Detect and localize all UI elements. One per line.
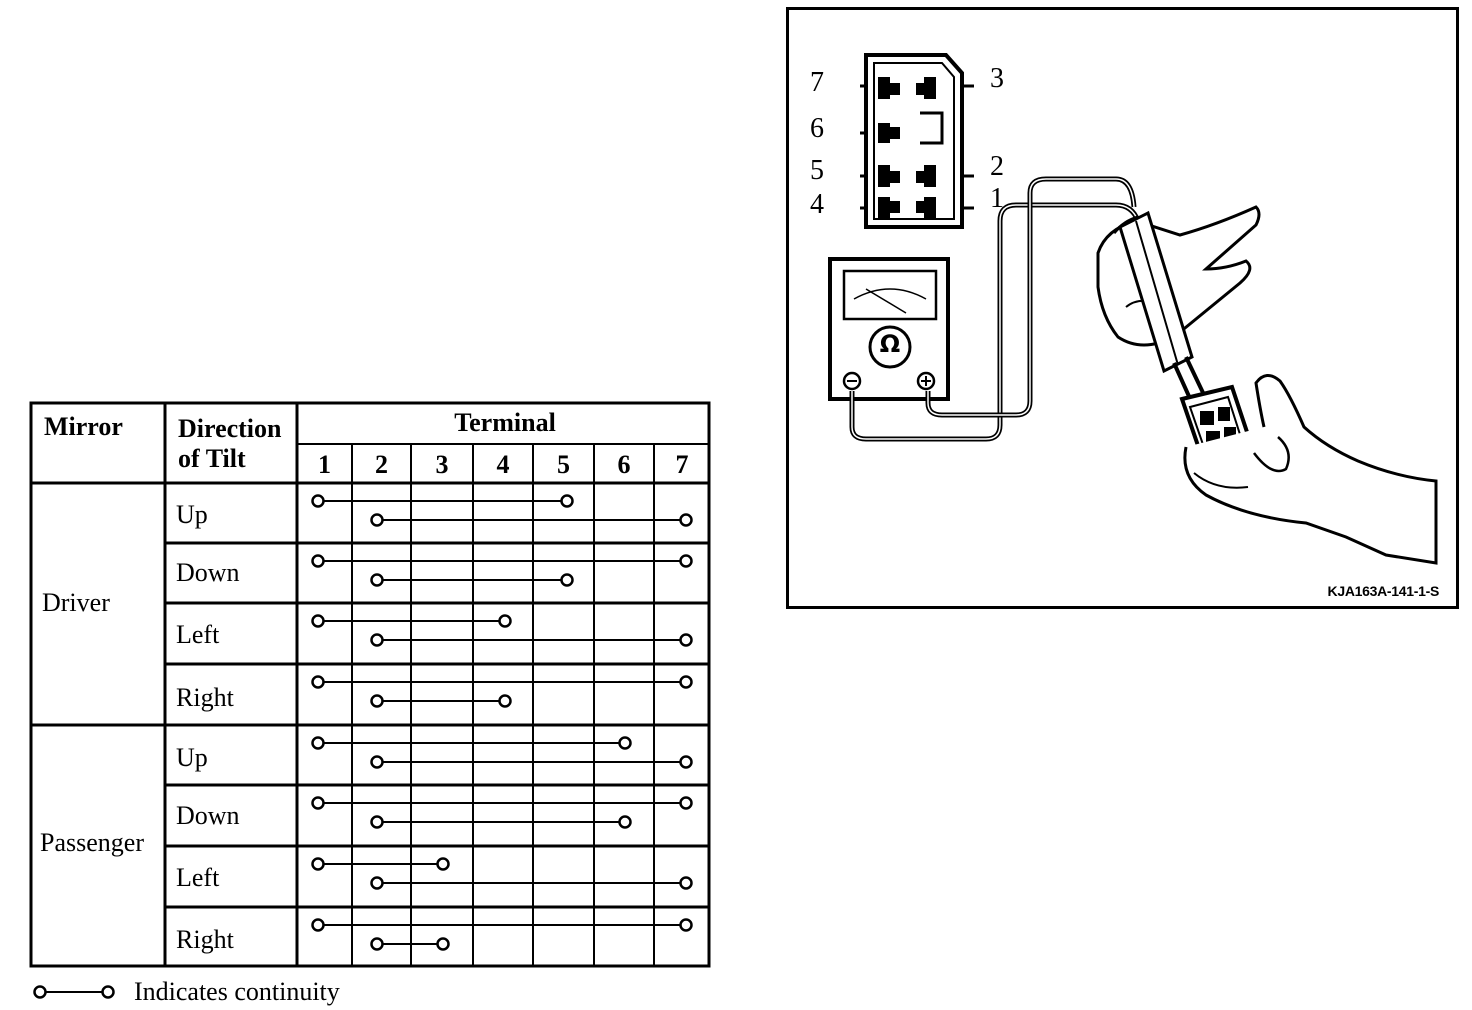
direction-label: Left: [176, 620, 220, 649]
terminal-number: 5: [557, 450, 570, 479]
continuity-terminal-marker: [679, 675, 693, 689]
continuity-terminal-marker: [618, 815, 632, 829]
terminal-header: Terminal: [454, 408, 556, 437]
direction-label: Up: [176, 500, 208, 529]
mirror-header: Mirror: [44, 412, 123, 441]
continuity-terminal-marker: [679, 554, 693, 568]
continuity-terminal-marker: [311, 857, 325, 871]
continuity-terminal-marker: [679, 513, 693, 527]
continuity-terminal-marker: [370, 755, 384, 769]
switch-connector-icon: [860, 53, 964, 229]
terminal-number: 7: [675, 450, 689, 479]
figure-code: KJA163A-141-1-S: [1327, 583, 1440, 599]
pin-label: 7: [810, 67, 824, 98]
terminal-number: 2: [375, 450, 388, 479]
pin-label: 6: [810, 113, 824, 144]
continuity-terminal-marker: [311, 614, 325, 628]
pin-label: 5: [810, 155, 824, 186]
continuity-terminal-marker: [311, 675, 325, 689]
pin-label: 3: [990, 63, 1004, 94]
terminal-number: 4: [496, 450, 510, 479]
direction-label: Down: [176, 801, 240, 830]
direction-label: Up: [176, 743, 208, 772]
continuity-terminal-marker: [370, 694, 384, 708]
continuity-terminal-marker: [560, 494, 574, 508]
legend: Indicates continuity: [30, 975, 430, 1009]
continuity-terminal-marker: [311, 736, 325, 750]
continuity-terminal-marker: [436, 857, 450, 871]
pin-label: 2: [990, 151, 1004, 182]
pin-leaders-right: [962, 84, 974, 210]
terminal-number: 1: [318, 450, 331, 479]
continuity-terminal-marker: [498, 614, 512, 628]
continuity-terminal-marker: [370, 633, 384, 647]
test-leads-and-switch: [849, 176, 1438, 565]
continuity-terminal-marker: [311, 796, 325, 810]
direction-header: Direction: [178, 414, 282, 443]
pin-label: 4: [810, 189, 824, 220]
direction-label: Left: [176, 863, 220, 892]
table-grid: [29, 401, 711, 968]
continuity-terminal-marker: [679, 633, 693, 647]
continuity-terminal-marker: [311, 554, 325, 568]
direction-label: Right: [176, 925, 234, 954]
mirror-group-passenger: Passenger: [40, 828, 144, 857]
ohmmeter-icon: [828, 257, 950, 401]
pin-label: 1: [990, 183, 1004, 214]
mirror-group-driver: Driver: [42, 588, 110, 617]
continuity-terminal-marker: [370, 573, 384, 587]
ohm-symbol: Ω: [879, 330, 901, 358]
continuity-terminal-marker: [498, 694, 512, 708]
continuity-terminal-marker: [370, 815, 384, 829]
continuity-table: Mirror Direction of Tilt Terminal 1 2 3 …: [29, 401, 711, 968]
continuity-terminal-marker: [560, 573, 574, 587]
terminal-number: 3: [435, 450, 449, 479]
legend-label: Indicates continuity: [134, 977, 340, 1006]
continuity-terminal-marker: [436, 937, 450, 951]
continuity-terminal-marker: [311, 918, 325, 932]
continuity-terminal-marker: [370, 937, 384, 951]
continuity-terminal-marker: [679, 876, 693, 890]
test-illustration: 7 6 5 4 3 2 1 Ω: [786, 7, 1459, 609]
terminal-number: 6: [617, 450, 631, 479]
continuity-symbol-icon: [33, 985, 115, 999]
continuity-links: [311, 494, 693, 951]
direction-header-line2: of Tilt: [178, 444, 246, 473]
continuity-terminal-marker: [679, 796, 693, 810]
continuity-terminal-marker: [679, 918, 693, 932]
continuity-terminal-marker: [370, 876, 384, 890]
continuity-terminal-marker: [311, 494, 325, 508]
continuity-terminal-marker: [679, 755, 693, 769]
continuity-terminal-marker: [370, 513, 384, 527]
continuity-terminal-marker: [618, 736, 632, 750]
direction-label: Right: [176, 683, 234, 712]
illustration-frame: [786, 7, 1459, 609]
direction-label: Down: [176, 558, 240, 587]
